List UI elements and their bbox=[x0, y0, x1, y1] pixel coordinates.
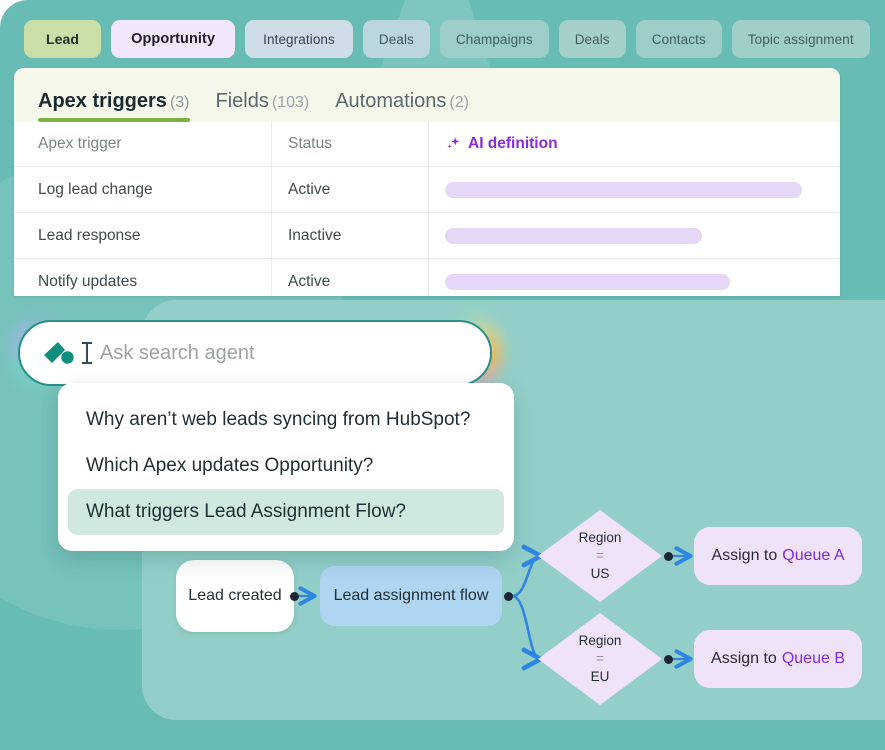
search-agent-input[interactable]: Ask search agent bbox=[18, 320, 492, 386]
chip-topic-assignment[interactable]: Topic assignment bbox=[731, 20, 870, 58]
cell-text: Active bbox=[288, 272, 331, 290]
text-caret-icon bbox=[82, 342, 92, 364]
table-row[interactable]: Lead response Inactive bbox=[14, 212, 840, 258]
node-label: Lead assignment flow bbox=[333, 587, 489, 604]
card-tab-bar: Apex triggers (3) Fields (103) Automatio… bbox=[14, 68, 840, 122]
chip-label: Deals bbox=[378, 31, 414, 47]
flow-node-assign-queue-a[interactable]: Assign to Queue A bbox=[694, 527, 862, 585]
sparkle-icon bbox=[447, 137, 460, 149]
table-row[interactable]: Notify updates Active bbox=[14, 258, 840, 296]
suggestion-item[interactable]: Which Apex updates Opportunity? bbox=[68, 443, 504, 489]
chip-label: Lead bbox=[46, 31, 80, 47]
flow-decision-region-eu[interactable]: Region = EU bbox=[538, 613, 662, 705]
search-agent-container: Ask search agent bbox=[8, 310, 502, 396]
node-label: Lead created bbox=[188, 587, 282, 604]
skeleton-bar bbox=[445, 273, 730, 290]
cell-text: Notify updates bbox=[38, 272, 138, 290]
cell-text: Log lead change bbox=[38, 180, 153, 198]
suggestion-item[interactable]: Why aren’t web leads syncing from HubSpo… bbox=[68, 397, 504, 443]
chip-deals-1[interactable]: Deals bbox=[362, 20, 430, 58]
tab-count: (103) bbox=[271, 94, 310, 111]
node-label: Assign to bbox=[711, 650, 777, 667]
suggestion-text: Why aren’t web leads syncing from HubSpo… bbox=[86, 409, 471, 430]
cell-text: Lead response bbox=[38, 226, 141, 244]
column-header-label: Apex trigger bbox=[38, 135, 122, 152]
cell-text: Inactive bbox=[288, 226, 342, 244]
chip-deals-2[interactable]: Deals bbox=[558, 20, 626, 58]
column-header-label: Status bbox=[288, 135, 332, 152]
chip-lead[interactable]: Lead bbox=[24, 20, 102, 58]
flow-decision-region-us[interactable]: Region = US bbox=[538, 510, 662, 602]
agent-logo-icon bbox=[42, 340, 76, 366]
cell-trigger-name: Notify updates bbox=[14, 259, 272, 296]
object-chip-bar: Lead Opportunity Integrations Deals Cham… bbox=[24, 20, 870, 58]
tab-count: (3) bbox=[169, 94, 190, 111]
skeleton-bar bbox=[445, 227, 702, 244]
tab-label: Fields bbox=[215, 90, 269, 112]
chip-label: Integrations bbox=[263, 31, 335, 47]
header-cell-status[interactable]: Status bbox=[272, 122, 429, 166]
connector-dot bbox=[504, 592, 513, 601]
queue-name: Queue A bbox=[782, 547, 845, 564]
chip-opportunity[interactable]: Opportunity bbox=[111, 20, 236, 58]
decision-value: US bbox=[590, 565, 610, 581]
cell-ai-definition bbox=[429, 167, 840, 212]
flow-node-lead-assignment-flow[interactable]: Lead assignment flow bbox=[320, 566, 502, 626]
tab-apex-triggers[interactable]: Apex triggers (3) bbox=[38, 90, 190, 122]
chip-label: Topic assignment bbox=[747, 31, 854, 47]
chip-label: Champaigns bbox=[455, 31, 533, 47]
cell-ai-definition bbox=[429, 213, 840, 258]
suggestion-item-selected[interactable]: What triggers Lead Assignment Flow? bbox=[68, 489, 504, 535]
node-label: Assign to bbox=[711, 547, 778, 564]
header-cell-apex-trigger[interactable]: Apex trigger bbox=[14, 122, 272, 166]
cell-text: Active bbox=[288, 180, 331, 198]
tab-count: (2) bbox=[449, 94, 469, 111]
apex-triggers-card: Apex triggers (3) Fields (103) Automatio… bbox=[14, 68, 840, 296]
cell-ai-definition bbox=[429, 259, 840, 296]
cell-status: Inactive bbox=[272, 213, 429, 258]
tab-label: Apex triggers bbox=[38, 90, 167, 112]
tab-fields[interactable]: Fields (103) bbox=[216, 90, 310, 122]
connector-dot bbox=[664, 552, 673, 561]
chip-integrations[interactable]: Integrations bbox=[245, 20, 353, 58]
table-header-row: Apex trigger Status AI definition bbox=[14, 122, 840, 166]
tab-automations[interactable]: Automations (2) bbox=[335, 90, 469, 122]
skeleton-bar bbox=[445, 181, 802, 198]
connector-dot bbox=[664, 655, 673, 664]
chip-label: Contacts bbox=[651, 31, 706, 47]
search-placeholder: Ask search agent bbox=[100, 341, 255, 364]
flow-node-lead-created[interactable]: Lead created bbox=[176, 560, 294, 632]
cell-trigger-name: Log lead change bbox=[14, 167, 272, 212]
suggestion-text: What triggers Lead Assignment Flow? bbox=[86, 501, 406, 522]
search-suggestions-dropdown: Why aren’t web leads syncing from HubSpo… bbox=[58, 383, 514, 551]
tab-label: Automations bbox=[335, 90, 447, 112]
decision-field: Region bbox=[578, 633, 622, 649]
column-header-label: AI definition bbox=[468, 135, 558, 152]
chip-label: Opportunity bbox=[131, 31, 216, 47]
chip-champaigns[interactable]: Champaigns bbox=[439, 20, 549, 58]
chip-contacts[interactable]: Contacts bbox=[635, 20, 722, 58]
table-row[interactable]: Log lead change Active bbox=[14, 166, 840, 212]
chip-label: Deals bbox=[574, 31, 610, 47]
decision-operator: = bbox=[596, 651, 604, 667]
cell-trigger-name: Lead response bbox=[14, 213, 272, 258]
decision-operator: = bbox=[596, 548, 604, 564]
suggestion-text: Which Apex updates Opportunity? bbox=[86, 455, 374, 476]
cell-status: Active bbox=[272, 167, 429, 212]
connector-dot bbox=[290, 592, 299, 601]
header-cell-ai-definition[interactable]: AI definition bbox=[429, 122, 840, 166]
decision-value: EU bbox=[590, 668, 610, 684]
flow-node-assign-queue-b[interactable]: Assign to Queue B bbox=[694, 630, 862, 688]
decision-field: Region bbox=[578, 530, 622, 546]
cell-status: Active bbox=[272, 259, 429, 296]
queue-name: Queue B bbox=[781, 650, 845, 667]
